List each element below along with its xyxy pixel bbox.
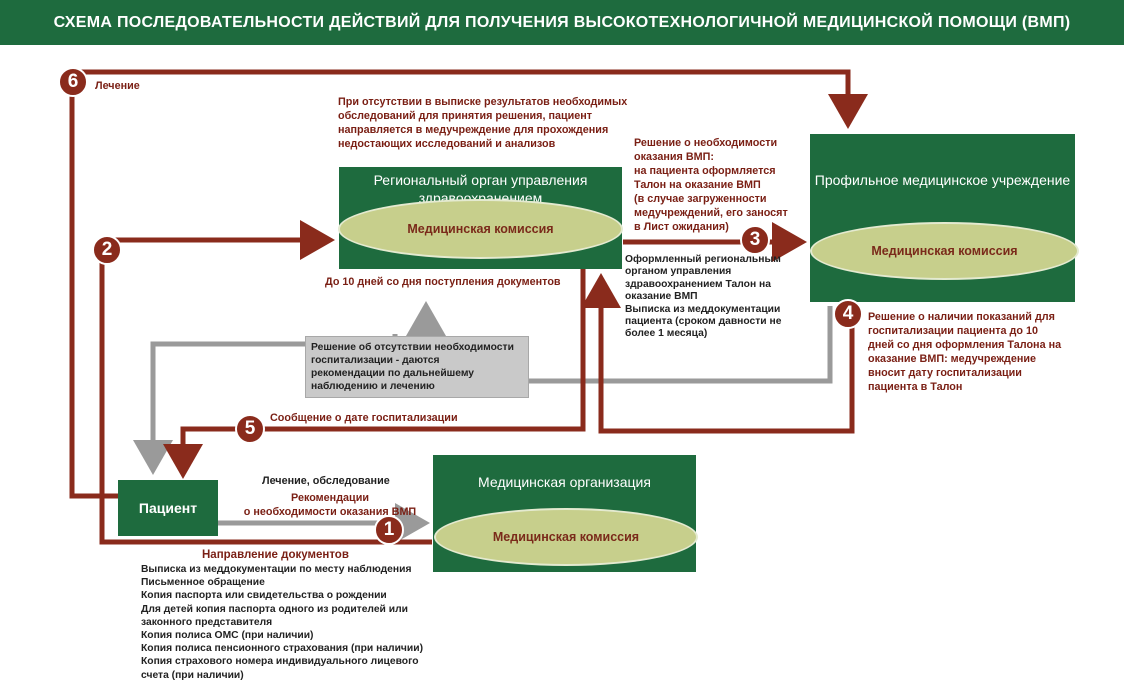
gray-line-profile — [527, 306, 833, 384]
arrow-2-documents — [99, 220, 432, 545]
missing-exams-note: При отсутствии в выписке результатов нео… — [338, 96, 628, 150]
organization-box-title: Медицинская организация — [478, 474, 651, 490]
page-title: СХЕМА ПОСЛЕДОВАТЕЛЬНОСТИ ДЕЙСТВИЙ ДЛЯ ПО… — [0, 0, 1124, 45]
documents-list-item: Для детей копия паспорта одного из родит… — [141, 603, 408, 615]
documents-list: Выписка из меддокументации по месту набл… — [141, 563, 423, 682]
step-badge-4: 4 — [833, 299, 863, 329]
step-badge-2: 2 — [92, 235, 122, 265]
regional-commission-ellipse: Медицинская комиссия — [338, 199, 623, 259]
profile-commission-ellipse: Медицинская комиссия — [810, 222, 1079, 280]
organization-commission-ellipse: Медицинская комиссия — [434, 508, 698, 566]
step-badge-6: 6 — [58, 67, 88, 97]
step-badge-1: 1 — [374, 515, 404, 545]
documents-list-item: законного представителя — [141, 616, 273, 628]
arrow-4-indications — [581, 273, 855, 434]
documents-list-item: Письменное обращение — [141, 577, 265, 589]
profile-box-title: Профильное медицинское учреждение — [814, 172, 1071, 188]
ten-days-label: До 10 дней со дня поступления документов — [325, 276, 561, 288]
documents-list-item: Копия паспорта или свидетельства о рожде… — [141, 590, 387, 602]
documents-title: Направление документов — [202, 549, 349, 561]
patient-box: Пациент — [118, 480, 218, 536]
documents-list-item: Копия полиса пенсионного страхования (пр… — [141, 643, 423, 655]
documents-list-item: счета (при наличии) — [141, 669, 244, 681]
treatment-label: Лечение — [95, 80, 140, 92]
documents-list-item: Копия страхового номера индивидуального … — [141, 656, 419, 668]
documents-list-item: Выписка из меддокументации по месту набл… — [141, 564, 412, 575]
step-badge-3: 3 — [740, 225, 770, 255]
documents-list-item: Копия полиса ОМС (при наличии) — [141, 630, 314, 642]
hosp-date-label: Сообщение о дате госпитализации — [270, 412, 458, 424]
step-badge-5: 5 — [235, 414, 265, 444]
treatment-exam-label: Лечение, обследование — [262, 475, 390, 487]
arrow-5-hosp-date — [163, 266, 586, 479]
